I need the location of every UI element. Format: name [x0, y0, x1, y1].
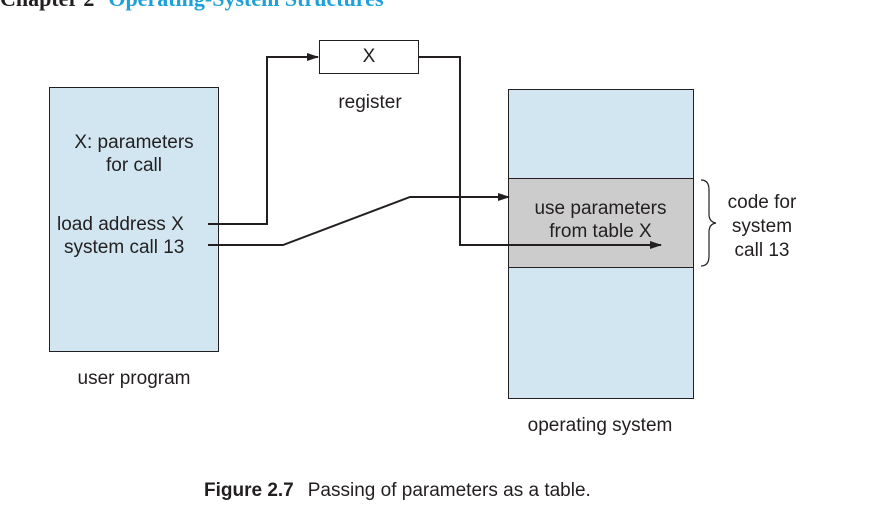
- user-program-label: user program: [77, 368, 191, 389]
- os-code-line-2: from table X: [549, 221, 652, 242]
- user-program-box: [49, 87, 219, 352]
- chapter-title: Operating-System Structures: [108, 0, 383, 11]
- brace-label-line-1: code for: [727, 192, 797, 213]
- caption-text: Passing of parameters as a table.: [307, 480, 591, 501]
- load-address-label: load address X: [57, 214, 184, 235]
- brace-icon: [700, 179, 717, 267]
- user-program-line-1: X: parameters: [74, 132, 194, 153]
- brace-label-line-3: call 13: [734, 240, 790, 261]
- syscall-code-region: [508, 178, 694, 268]
- register-label: register: [338, 92, 402, 113]
- running-header: Chapter 2 Operating-System Structures: [0, 0, 384, 12]
- register-box: [319, 40, 419, 74]
- arrow-syscall-to-os: [208, 193, 510, 246]
- arrow-address-to-register: [208, 53, 319, 225]
- os-code-line-1: use parameters: [534, 198, 667, 219]
- chapter-label: Chapter 2: [0, 0, 94, 11]
- register-value: X: [362, 46, 376, 67]
- figure-number: Figure 2.7: [204, 480, 294, 501]
- brace-label-line-2: system: [731, 216, 793, 237]
- os-label: operating system: [527, 415, 673, 436]
- arrow-register-to-os: [418, 56, 662, 249]
- user-program-line-2: for call: [106, 155, 162, 176]
- system-call-label: system call 13: [64, 237, 185, 258]
- figure-caption: Figure 2.7 Passing of parameters as a tab…: [204, 479, 591, 502]
